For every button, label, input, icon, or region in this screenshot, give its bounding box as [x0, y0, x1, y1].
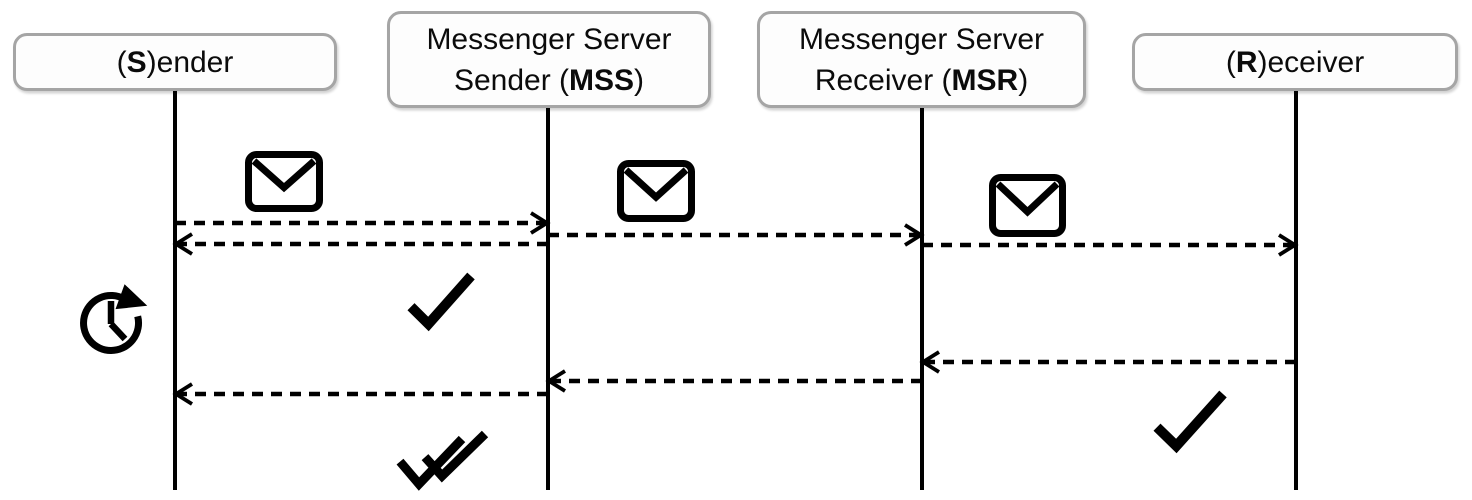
actor-box-mss: Messenger Server Sender (MSS): [387, 11, 711, 108]
actor-label-mss-line1: Messenger Server: [426, 22, 672, 56]
message-sender-to-mss: [175, 211, 551, 235]
envelope-icon: [989, 174, 1066, 237]
ack-msr-to-mss: [545, 369, 922, 393]
actor-label-sender: (S)ender: [116, 45, 234, 79]
actor-label-msr-line2: Receiver (MSR): [814, 63, 1029, 97]
ack-mss-to-sender: [172, 232, 548, 256]
envelope-icon: [245, 151, 323, 212]
ack-mss-to-sender-delivered: [172, 382, 548, 406]
envelope-icon: [617, 160, 695, 222]
message-msr-to-receiver: [922, 233, 1299, 257]
actor-label-receiver: (R)eceiver: [1225, 45, 1365, 79]
clock-pending-icon: [80, 284, 148, 354]
actor-box-receiver: (R)eceiver: [1132, 33, 1458, 91]
actor-label-msr-line1: Messenger Server: [798, 22, 1045, 56]
actor-box-msr: Messenger Server Receiver (MSR): [757, 11, 1086, 108]
actor-label-mss-line2: Sender (MSS): [453, 63, 645, 97]
single-check-icon: [1153, 390, 1227, 454]
message-mss-to-msr: [548, 223, 925, 247]
double-check-icon: [396, 430, 489, 491]
actor-box-sender: (S)ender: [13, 33, 337, 91]
single-check-icon: [407, 272, 475, 332]
ack-receiver-to-msr: [919, 350, 1296, 374]
